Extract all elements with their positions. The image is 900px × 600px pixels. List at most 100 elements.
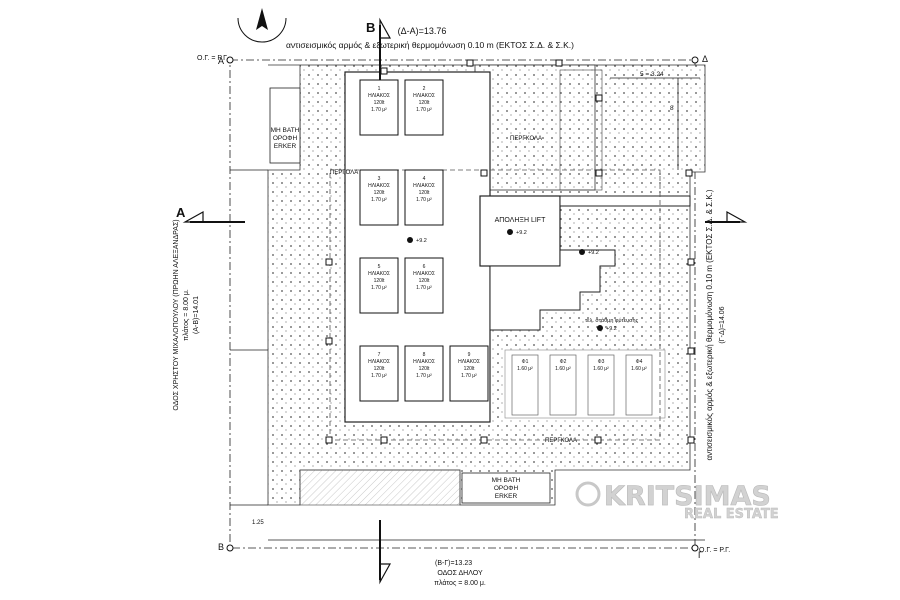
heater-capacity: 120lt [464,366,475,372]
heater-capacity: 120lt [374,190,385,196]
right-dimension: (Γ-Δ)=14.06 [719,306,726,343]
pv-panel: Φ31.60 μ² [587,354,615,416]
heater-number: 4 [423,176,426,182]
heater-capacity: 120lt [374,366,385,372]
right-insulation-note: αντισεισμικός αρμός & εξωτερική θερμομόν… [705,189,714,460]
heater-capacity: 120lt [419,190,430,196]
section-b-label: Β [366,20,375,35]
level-center: +9.2 [416,238,427,244]
bottom-street-width: πλάτος = 8.00 μ. [434,579,486,587]
watermark-logo: KRITSIMAS REAL ESTATE [575,481,779,522]
heater-label: ΗΛΙΑΚΟΣ [458,359,480,365]
heater-capacity: 120lt [419,366,430,372]
corner-b: Β [218,542,224,552]
left-street: ΟΔΟΣ ΧΡΗΣΤΟΥ ΜΙΧΑΛΟΠΟΥΛΟΥ (ΠΡΩΗΝ ΑΛΕΞΑΝΔ… [173,219,180,410]
pv-number: Φ2 [560,359,567,365]
heater-number: 5 [378,264,381,270]
heater-number: 9 [468,352,471,358]
lift-label: ΑΠΟΛΗΞΗ LIFT [495,217,546,224]
heater-area: 1.70 μ² [416,107,432,113]
heater-label: ΗΛΙΑΚΟΣ [413,183,435,189]
corner-g: Γ [698,550,703,560]
dim-8: 8 [670,105,674,112]
erker-strip [299,469,461,506]
heater-capacity: 120lt [419,278,430,284]
terrace-zone [489,195,691,331]
watermark-brand: KRITSIMAS [604,481,771,512]
og-label-topleft: Ο.Γ. = Ρ.Γ. [197,55,228,62]
columns [325,59,695,444]
heater-capacity: 120lt [374,100,385,106]
level-markers [407,229,603,331]
heater-area: 1.70 μ² [371,107,387,113]
pergola-label-left: ΠΕΡΓΟΛΑ [330,170,358,176]
heater-area: 1.70 μ² [371,285,387,291]
pergola-label-top: ΠΕΡΓΚΟΛΑ [510,136,542,142]
top-dimension: (Δ-Α)=13.76 [398,26,447,36]
heater-label: ΗΛΙΑΚΟΣ [368,271,390,277]
bottom-dimension: (Β-Γ)=13.23 [435,560,472,567]
heater-number: 7 [378,352,381,358]
pv-number: Φ4 [636,359,643,365]
heater-area: 1.70 μ² [371,373,387,379]
pv-panel: Φ21.60 μ² [549,354,577,416]
level-plant: +9.2 [606,326,617,332]
level-lift: +9.2 [516,230,527,236]
heater-label: ΗΛΙΑΚΟΣ [413,93,435,99]
dim-5: 5 = 3.24 [640,71,664,78]
heater-number: 1 [378,86,381,92]
heater-number: 3 [378,176,381,182]
pergola-label-bottom: ΠΕΡΓΚΟΛΑ [545,438,577,444]
heater-number: 2 [423,86,426,92]
plot-boundary [229,59,696,549]
heater-label: ΗΛΙΑΚΟΣ [368,359,390,365]
pv-panel: Φ41.60 μ² [625,354,653,416]
heater-area: 1.70 μ² [416,373,432,379]
og-label-bottomright: Ο.Γ. = Ρ.Γ. [699,547,730,554]
pv-area: 1.60 μ² [593,366,609,372]
erker-top-box [269,87,301,164]
heater-number: 8 [423,352,426,358]
heater-label: ΗΛΙΑΚΟΣ [413,271,435,277]
pergola-outline [329,169,661,441]
left-street-width: πλάτος = 8.00 μ. [182,289,190,341]
pv-panel: Φ11.60 μ² [511,354,539,416]
heater-capacity: 120lt [419,100,430,106]
corner-a: Α [218,56,224,66]
pv-area: 1.60 μ² [631,366,647,372]
watermark-sub: REAL ESTATE [684,507,779,522]
pv-area: 1.60 μ² [555,366,571,372]
bottom-street: ΟΔΟΣ ΔΗΛΟΥ [437,570,483,577]
pv-area: 1.60 μ² [517,366,533,372]
heater-number: 6 [423,264,426,270]
section-a-label: Α [176,205,186,220]
corner-d: Δ [702,54,708,64]
heater-label: ΗΛΙΑΚΟΣ [368,93,390,99]
pv-number: Φ3 [598,359,605,365]
north-arrow [237,8,287,43]
pv-number: Φ1 [522,359,529,365]
heater-capacity: 120lt [374,278,385,284]
heater-area: 1.70 μ² [371,197,387,203]
heater-area: 1.70 μ² [416,197,432,203]
top-insulation-note: αντισεισμικός αρμός & εξωτερική θερμομόν… [286,40,574,50]
pergola-block-top [474,64,596,191]
heater-label: ΗΛΙΑΚΟΣ [368,183,390,189]
plant-note: τελ. στάθμη φύτευσης [585,317,639,324]
heater-area: 1.70 μ² [461,373,477,379]
heater-label: ΗΛΙΑΚΟΣ [413,359,435,365]
erker-bottom-box [461,472,551,504]
